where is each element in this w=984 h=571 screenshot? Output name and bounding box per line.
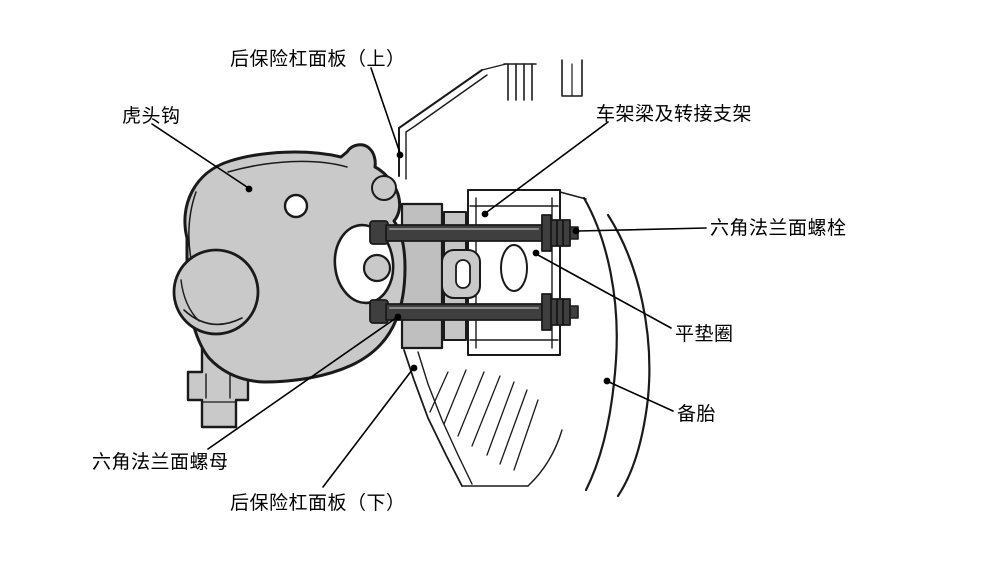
label-rear-bumper-panel-lower: 后保险杠面板（下） [230, 492, 406, 514]
hitch-ball-shape [172, 248, 260, 336]
leader-dots [245, 151, 611, 385]
label-hex-flange-nut: 六角法兰面螺母 [92, 451, 229, 473]
label-spare-tire: 备胎 [677, 403, 717, 425]
lower-washer-shape [541, 293, 552, 331]
label-rear-bumper-panel-upper: 后保险杠面板（上） [230, 48, 406, 70]
label-hex-flange-bolt: 六角法兰面螺栓 [710, 217, 847, 239]
leader-lines [151, 67, 707, 488]
spare-tire-outline [582, 196, 651, 498]
lower-structure-lines [403, 349, 563, 487]
label-frame-beam-and-bracket: 车架梁及转接支架 [596, 103, 753, 125]
label-tow-hook: 虎头钩 [122, 105, 181, 127]
lower-bolt-shape [369, 293, 579, 331]
label-flat-washer: 平垫圈 [675, 323, 734, 345]
upper-washer-shape [541, 214, 552, 252]
